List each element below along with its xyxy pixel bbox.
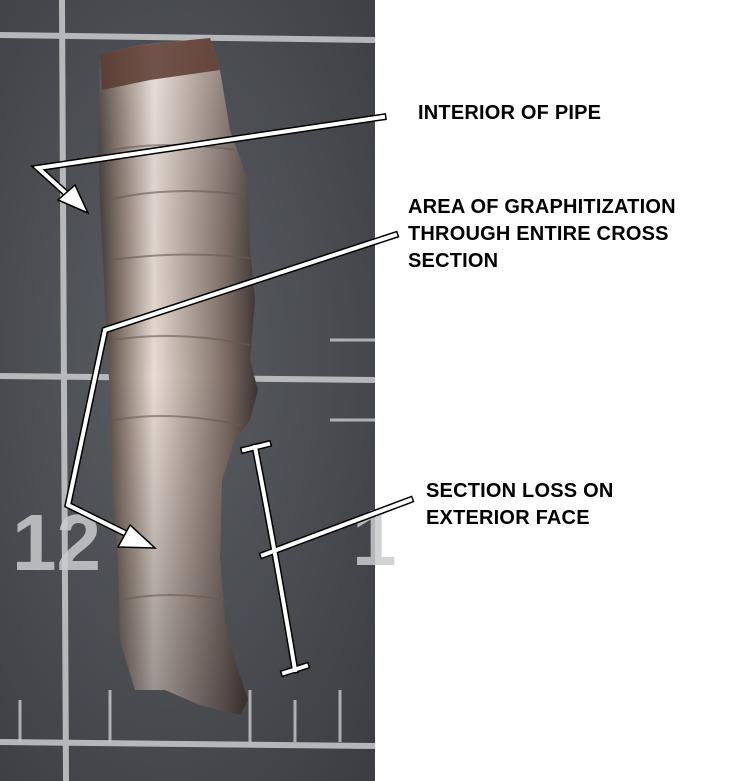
label-interior-of-pipe: INTERIOR OF PIPE — [418, 100, 601, 127]
arrowhead-graphitization — [116, 523, 157, 549]
label-line: AREA OF GRAPHITIZATION — [408, 196, 676, 218]
label-line: THROUGH ENTIRE CROSS — [408, 223, 669, 245]
label-line: INTERIOR OF PIPE — [418, 102, 602, 124]
annotation-leaders — [30, 113, 415, 678]
arrowhead-interior — [56, 183, 90, 215]
label-section-loss: SECTION LOSS ON EXTERIOR FACE — [426, 478, 613, 532]
label-line: SECTION — [408, 250, 499, 272]
label-line: EXTERIOR FACE — [426, 507, 590, 529]
label-line: SECTION LOSS ON — [426, 480, 614, 502]
mat-ticks — [18, 338, 375, 742]
label-area-of-graphitization: AREA OF GRAPHITIZATION THROUGH ENTIRE CR… — [408, 194, 676, 275]
